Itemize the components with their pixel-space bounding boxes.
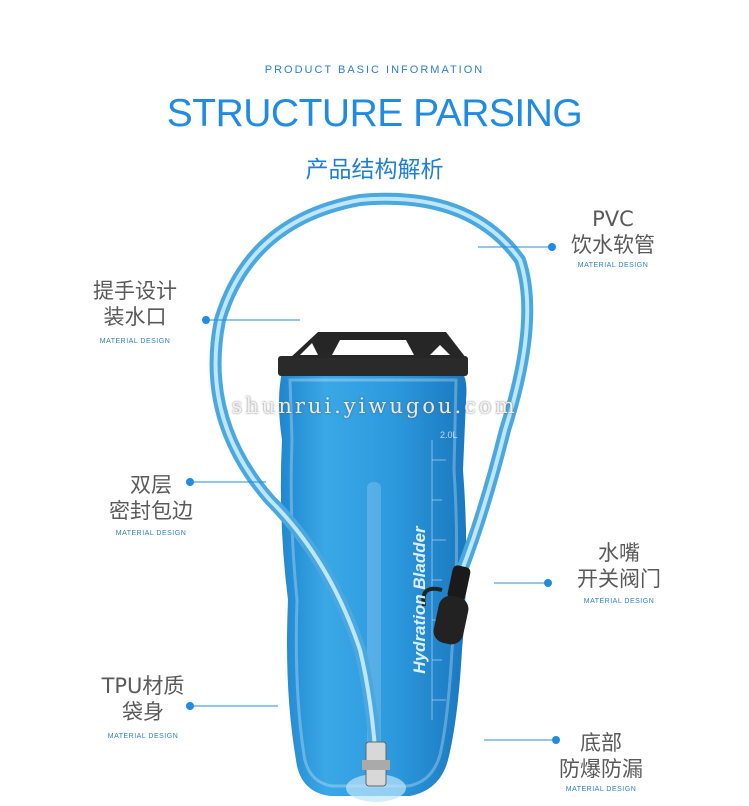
feature-double-seal: 双层 密封包边 MATERIAL DESIGN bbox=[96, 472, 206, 537]
pointer-dot bbox=[186, 478, 194, 486]
bag-brand-label: Hydration Bladder bbox=[410, 526, 429, 674]
feature-line2: 开关阀门 bbox=[577, 567, 661, 591]
feature-line1: 水嘴 bbox=[598, 541, 640, 565]
pointer-dot bbox=[548, 243, 556, 251]
feature-line2: 饮水软管 bbox=[571, 233, 655, 257]
feature-line2: 防爆防漏 bbox=[559, 757, 643, 781]
header-subtitle: PRODUCT BASIC INFORMATION bbox=[264, 64, 485, 76]
pointer-dot bbox=[186, 702, 194, 710]
feature-subtitle: MATERIAL DESIGN bbox=[565, 786, 637, 793]
feature-line2: 密封包边 bbox=[109, 499, 193, 523]
watermark: shunrui.yiwugou.com bbox=[231, 394, 518, 418]
bladder-bag bbox=[279, 372, 467, 796]
feature-tpu-material: TPU材质 袋身 MATERIAL DESIGN bbox=[88, 673, 198, 740]
page-title-chinese: 产品结构解析 bbox=[305, 157, 444, 183]
bottom-connector-icon bbox=[346, 741, 406, 802]
feature-line1: PVC bbox=[592, 207, 634, 231]
pointer-dot bbox=[552, 736, 560, 744]
feature-handle: 提手设计 装水口 MATERIAL DESIGN bbox=[80, 278, 190, 345]
pointer-dot bbox=[202, 316, 210, 324]
feature-pvc-tube: PVC 饮水软管 MATERIAL DESIGN bbox=[558, 206, 668, 269]
feature-bottom-leakproof: 底部 防爆防漏 MATERIAL DESIGN bbox=[546, 730, 656, 793]
feature-line2: 装水口 bbox=[103, 305, 167, 329]
feature-bite-valve: 水嘴 开关阀门 MATERIAL DESIGN bbox=[564, 540, 674, 605]
feature-line1: TPU材质 bbox=[101, 674, 185, 698]
feature-subtitle: MATERIAL DESIGN bbox=[99, 338, 171, 345]
feature-line1: 提手设计 bbox=[93, 279, 177, 303]
feature-subtitle: MATERIAL DESIGN bbox=[583, 598, 655, 605]
feature-subtitle: MATERIAL DESIGN bbox=[107, 733, 179, 740]
feature-subtitle: MATERIAL DESIGN bbox=[577, 262, 649, 269]
pointer-dot bbox=[544, 579, 552, 587]
page-title: STRUCTURE PARSING bbox=[166, 92, 583, 135]
feature-subtitle: MATERIAL DESIGN bbox=[115, 530, 187, 537]
feature-line1: 底部 bbox=[580, 731, 622, 755]
feature-line2: 袋身 bbox=[122, 700, 164, 724]
bladder-clip-bar bbox=[278, 356, 468, 376]
bag-capacity-label: 2.0L bbox=[440, 430, 458, 440]
bite-valve-icon bbox=[421, 565, 471, 645]
feature-line1: 双层 bbox=[130, 473, 172, 497]
